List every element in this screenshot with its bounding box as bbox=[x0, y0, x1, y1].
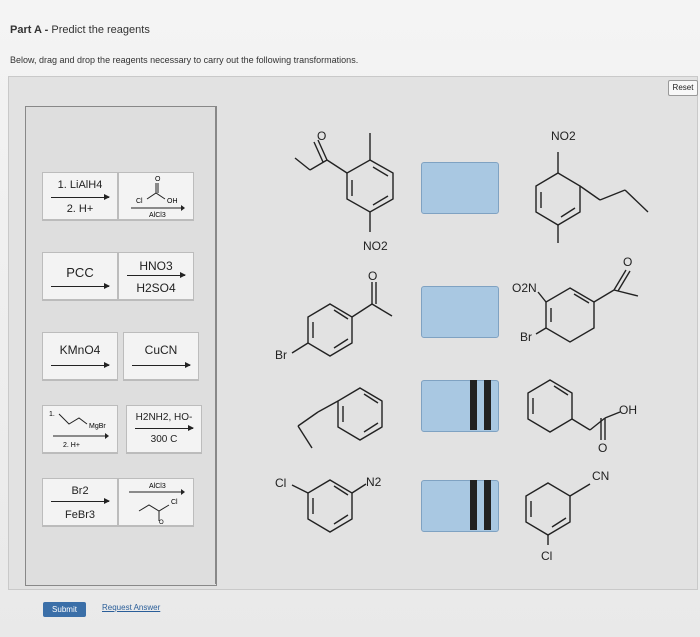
slot-divider bbox=[484, 480, 491, 530]
svg-text:AlCl3: AlCl3 bbox=[149, 212, 166, 219]
reagent-text: CuCN bbox=[144, 343, 178, 357]
svg-text:OH: OH bbox=[167, 198, 178, 205]
reagent-card-cucn[interactable]: CuCN bbox=[123, 332, 199, 380]
fc-acylation-structure-icon: AlCl3 Cl O bbox=[129, 483, 185, 525]
arrow-icon bbox=[51, 362, 110, 368]
slot-divider bbox=[470, 480, 477, 530]
reagent-card-wolff-kishner[interactable]: H2NH2, HO- 300 C bbox=[126, 405, 202, 453]
arrow-icon bbox=[127, 272, 186, 278]
svg-text:AlCl3: AlCl3 bbox=[149, 483, 166, 490]
part-title: Part A - Predict the reagents bbox=[10, 24, 150, 36]
reagent-card-kmno4[interactable]: KMnO4 bbox=[42, 332, 118, 380]
acyl-chloride-structure-icon: O Cl OH AlCl3 bbox=[131, 176, 185, 219]
reagent-card-fc-acylation[interactable]: AlCl3 Cl O bbox=[118, 478, 194, 526]
reagent-card-grignard[interactable]: 1. MgBr 2. H+ bbox=[42, 405, 118, 453]
reagent-card-pcc[interactable]: PCC bbox=[42, 252, 118, 300]
grignard-structure-icon: 1. MgBr 2. H+ bbox=[49, 411, 109, 449]
reagent-text: PCC bbox=[66, 265, 94, 280]
svg-text:Cl: Cl bbox=[171, 499, 178, 506]
reset-button[interactable]: Reset bbox=[668, 80, 698, 96]
reagent-text: FeBr3 bbox=[65, 509, 95, 521]
reagent-text: Br2 bbox=[71, 485, 89, 497]
reagent-text: KMnO4 bbox=[59, 343, 101, 357]
submit-button[interactable]: Submit bbox=[43, 602, 86, 617]
arrow-icon bbox=[51, 283, 110, 289]
slot-divider bbox=[470, 380, 477, 430]
panel-divider bbox=[215, 106, 217, 584]
reagent-text: H2SO4 bbox=[136, 281, 176, 295]
reagent-card-acyl-chloride[interactable]: O Cl OH AlCl3 bbox=[118, 172, 194, 220]
svg-text:1.: 1. bbox=[49, 411, 55, 418]
reagent-text: HNO3 bbox=[139, 259, 173, 273]
arrow-icon bbox=[51, 194, 110, 200]
svg-text:O: O bbox=[155, 176, 161, 183]
reagent-text: 2. H+ bbox=[66, 203, 94, 215]
reagent-card-nitration[interactable]: HNO3 H2SO4 bbox=[118, 252, 194, 300]
reagent-card-bromination[interactable]: Br2 FeBr3 bbox=[42, 478, 118, 526]
reagent-text: 300 C bbox=[150, 434, 178, 445]
drop-target-2[interactable] bbox=[421, 286, 499, 338]
svg-text:MgBr: MgBr bbox=[89, 423, 106, 430]
arrow-icon bbox=[51, 498, 110, 504]
arrow-icon bbox=[135, 425, 194, 431]
arrow-icon bbox=[132, 362, 191, 368]
instructions: Below, drag and drop the reagents necess… bbox=[10, 55, 359, 65]
request-answer-link[interactable]: Request Answer bbox=[102, 603, 161, 612]
svg-text:Cl: Cl bbox=[136, 198, 143, 205]
drop-target-1[interactable] bbox=[421, 162, 499, 214]
slot-divider bbox=[484, 380, 491, 430]
svg-text:2. H+: 2. H+ bbox=[63, 442, 80, 449]
reagent-card-lialh4[interactable]: 1. LiAlH4 2. H+ bbox=[42, 172, 118, 220]
svg-text:O: O bbox=[159, 520, 164, 525]
reagent-text: 1. LiAlH4 bbox=[57, 179, 103, 191]
reagent-text: H2NH2, HO- bbox=[135, 412, 193, 423]
